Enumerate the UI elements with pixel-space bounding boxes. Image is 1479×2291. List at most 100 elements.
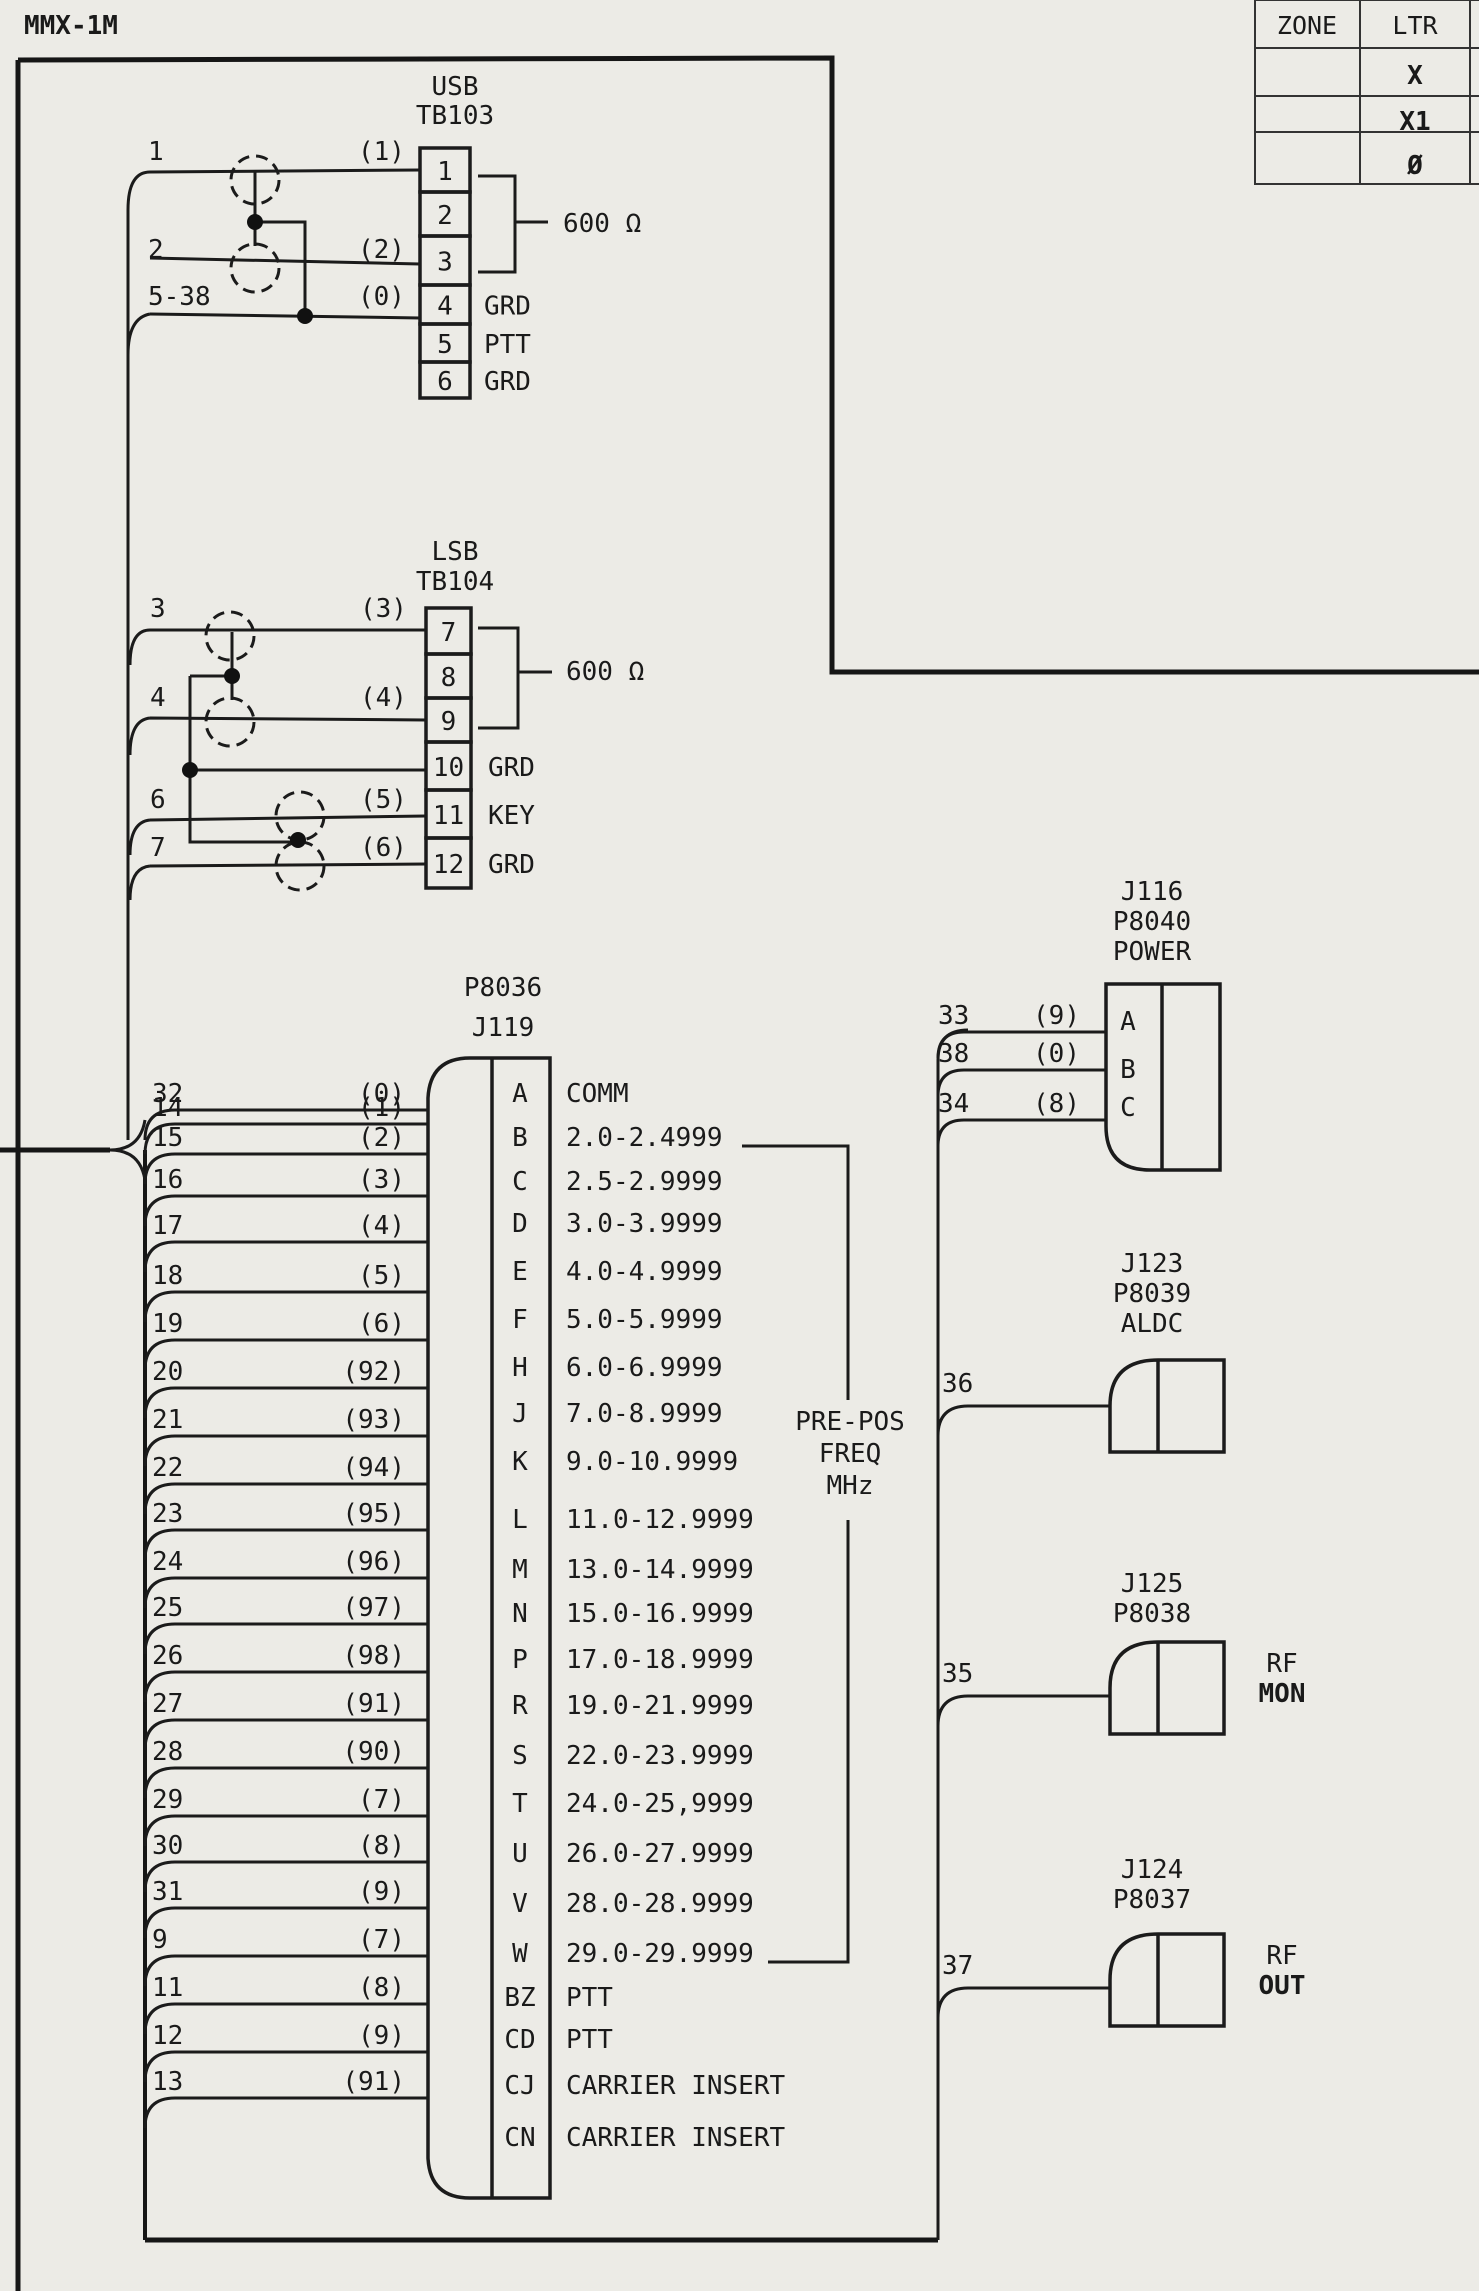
wire-code: (9) — [358, 2021, 405, 2051]
wire-code: (3) — [360, 594, 407, 624]
pin-letter: J — [512, 1399, 528, 1429]
wire-line — [143, 1528, 428, 1561]
wire-number: 11 — [152, 1973, 183, 2003]
pin-letter: A — [512, 1079, 528, 1109]
wire-number: 29 — [152, 1785, 183, 1815]
impedance-bracket — [478, 626, 552, 730]
wire-line — [143, 1194, 428, 1227]
junction-dot — [247, 214, 263, 230]
drawing-id: MMX-1M — [24, 11, 118, 41]
diagram-frame — [0, 55, 1479, 2291]
wire-line — [936, 1068, 1106, 1097]
zone-table-border — [1254, 0, 1479, 185]
j116-title-line: P8040 — [1113, 907, 1191, 937]
wire-number: 31 — [152, 1877, 183, 1907]
pin-function: 17.0-18.9999 — [566, 1645, 754, 1675]
zone-table-cell: Ø — [1406, 151, 1423, 181]
wire-code: (98) — [342, 1641, 405, 1671]
shield-circle — [229, 154, 281, 206]
impedance-label: 600 Ω — [566, 657, 644, 687]
zone-table-header: LTR — [1392, 11, 1438, 40]
terminal-function: KEY — [488, 801, 535, 831]
pin-letter: H — [512, 1353, 528, 1383]
right-connectors-block: J116P8040POWER33(9)A38(0)B34(8)CJ123P803… — [936, 877, 1306, 2240]
pin-letter: BZ — [504, 1983, 535, 2013]
wire-code: (93) — [342, 1405, 405, 1435]
wire-code: (8) — [358, 1831, 405, 1861]
pin-letter: E — [512, 1257, 528, 1287]
wire-number: 30 — [152, 1831, 183, 1861]
tb104-title-line: LSB — [432, 537, 479, 567]
j124-signal-label: OUT — [1259, 1971, 1306, 2001]
wire-number: 23 — [152, 1499, 183, 1529]
wire-number: 35 — [942, 1659, 973, 1689]
shield-circle — [204, 696, 256, 748]
pin-function: COMM — [566, 1079, 629, 1109]
wire-number: 25 — [152, 1593, 183, 1623]
pin-function: CARRIER INSERT — [566, 2123, 785, 2153]
zone-table-cell: X — [1407, 61, 1423, 91]
wire-number: 13 — [152, 2067, 183, 2097]
j116-title-line: J116 — [1121, 877, 1184, 907]
shield-link — [253, 172, 307, 318]
shield-circle — [229, 242, 281, 294]
shield-circle — [274, 840, 326, 892]
wire-number: 12 — [152, 2021, 183, 2051]
terminal-number: 10 — [433, 753, 464, 783]
j125-plug-body — [1108, 1640, 1226, 1736]
wire-number: 36 — [942, 1369, 973, 1399]
wire-code: (8) — [1033, 1089, 1080, 1119]
terminal-cell — [424, 836, 473, 890]
terminal-number: 12 — [433, 850, 464, 880]
wire-code: (5) — [358, 1261, 405, 1291]
terminal-function: GRD — [488, 753, 535, 783]
wire-number: 22 — [152, 1453, 183, 1483]
wire-number: 3 — [150, 594, 166, 624]
wire-number: 4 — [150, 683, 166, 713]
pin-letter: W — [512, 1939, 528, 1969]
pin-letter: V — [512, 1889, 528, 1919]
tb103-title-line: USB — [432, 72, 479, 102]
pin-function: 3.0-3.9999 — [566, 1209, 723, 1239]
terminal-cell — [418, 360, 472, 400]
j123-title-line: ALDC — [1121, 1309, 1184, 1339]
wire-code: (5) — [360, 785, 407, 815]
bus-line — [936, 1028, 969, 2240]
wire-code: (0) — [1033, 1039, 1080, 1069]
wire-number: 21 — [152, 1405, 183, 1435]
pin-letter: P — [512, 1645, 528, 1675]
wire-code: (0) — [358, 1079, 405, 1109]
junction-dot — [224, 668, 240, 684]
wire-line — [126, 312, 151, 356]
wire-code: (7) — [358, 1785, 405, 1815]
terminal-number: 8 — [441, 663, 457, 693]
tb104-title-line: TB104 — [416, 567, 494, 597]
wire-code: (96) — [342, 1547, 405, 1577]
wire-line — [126, 170, 151, 211]
wire-number: 1 — [148, 137, 164, 167]
wire-line — [143, 1576, 428, 1609]
pin-function: 28.0-28.9999 — [566, 1889, 754, 1919]
wire-code: (91) — [342, 1689, 405, 1719]
wire-code: (90) — [342, 1737, 405, 1767]
wire-number: 5-38 — [148, 282, 211, 312]
wire-number: 28 — [152, 1737, 183, 1767]
j116-title-line: POWER — [1113, 937, 1192, 967]
pin-function: CARRIER INSERT — [566, 2071, 785, 2101]
pin-letter: L — [512, 1505, 528, 1535]
pin-letter: T — [512, 1789, 528, 1819]
pin-function: 2.0-2.4999 — [566, 1123, 723, 1153]
wire-line — [128, 862, 427, 901]
freq-group-label: MHz — [827, 1471, 874, 1501]
wire-number: 18 — [152, 1261, 183, 1291]
j123-title-line: P8039 — [1113, 1279, 1191, 1309]
wire-line — [143, 2050, 428, 2083]
pin-letter: CN — [504, 2123, 535, 2153]
wire-number: 14 — [152, 1093, 183, 1123]
wire-line — [143, 1482, 428, 1515]
terminal-function: GRD — [484, 292, 531, 322]
wire-line — [128, 716, 427, 756]
wire-number: 37 — [942, 1951, 973, 1981]
